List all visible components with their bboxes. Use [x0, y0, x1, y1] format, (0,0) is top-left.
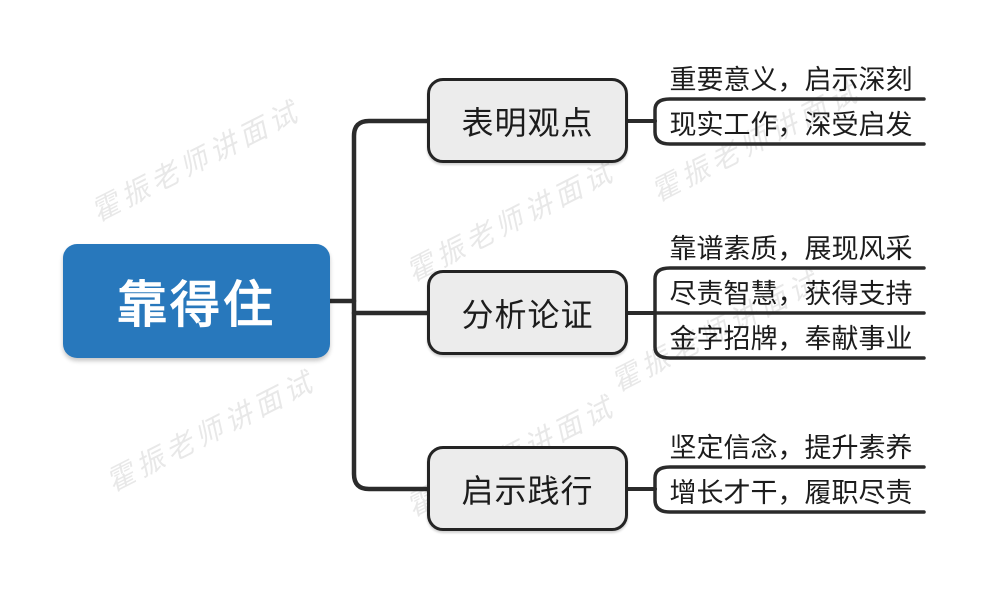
leaf-item: 现实工作，深受启发: [669, 110, 913, 140]
leaf-item: 坚定信念，提升素养: [669, 433, 913, 463]
branch-node-label: 表明观点: [461, 104, 594, 141]
leaf-item: 尽责智慧，获得支持: [669, 279, 913, 309]
leaf-item: 重要意义，启示深刻: [669, 65, 913, 95]
branch-node-analyze-argue: 分析论证: [427, 270, 628, 355]
branch-node-label: 分析论证: [461, 296, 594, 333]
leaf-item: 靠谱素质，展现风采: [669, 234, 913, 264]
branch-node-state-viewpoint: 表明观点: [427, 78, 628, 163]
leaf-item: 金字招牌，奉献事业: [669, 324, 913, 354]
leaf-item: 增长才干，履职尽责: [669, 478, 913, 508]
root-node-label: 靠得住: [117, 277, 276, 333]
branch-node-insight-practice: 启示践行: [427, 446, 628, 531]
root-node: 靠得住: [63, 244, 330, 358]
branch-node-label: 启示践行: [461, 472, 594, 509]
